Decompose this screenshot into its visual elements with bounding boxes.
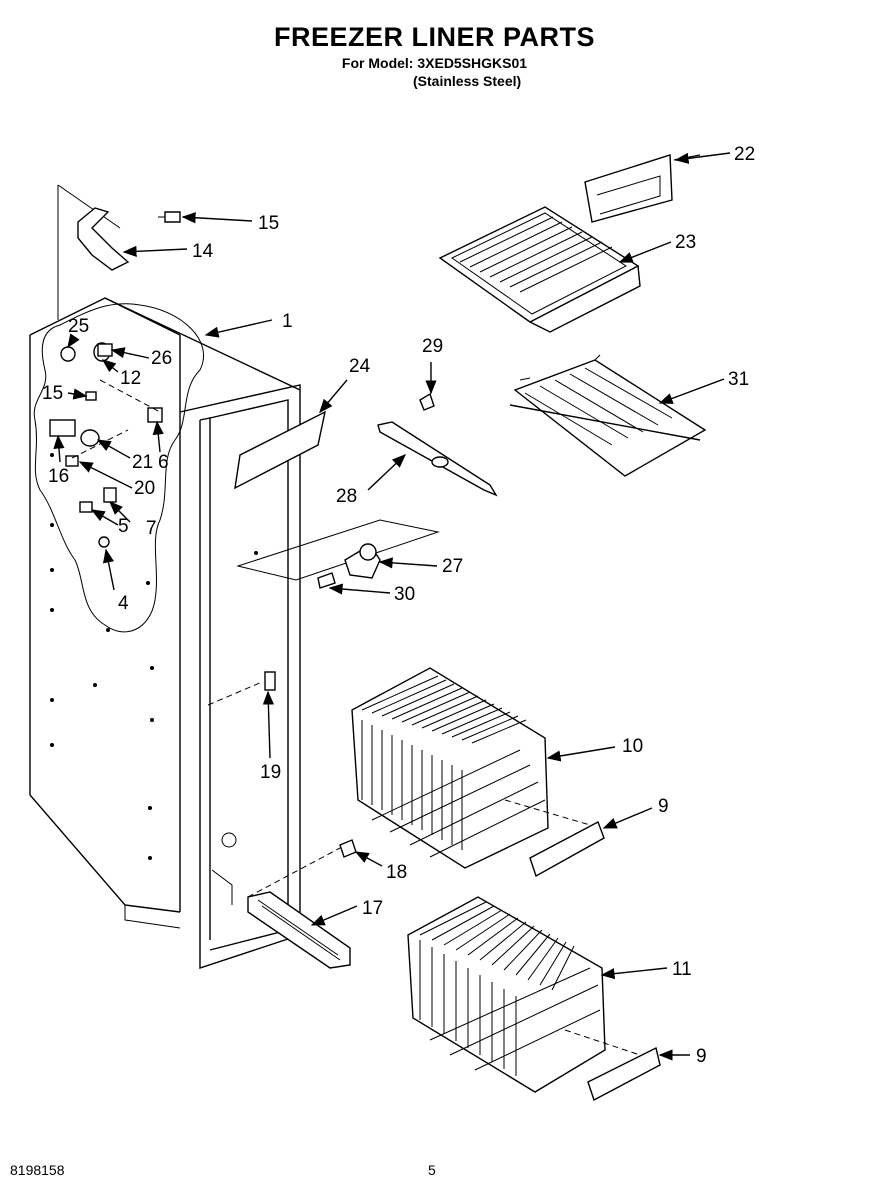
part-17-grille <box>247 891 351 969</box>
callout-17: 17 <box>362 898 383 919</box>
part-30-screw <box>317 572 336 589</box>
part-29-screw <box>419 392 435 411</box>
callout-1: 1 <box>282 311 293 332</box>
part-28-bracket <box>377 421 498 497</box>
part-31-wire-shelf <box>509 354 707 477</box>
callout-28: 28 <box>336 486 357 507</box>
callout-14: 14 <box>192 241 214 262</box>
part-26-part <box>97 343 113 357</box>
callout-18: 18 <box>386 862 407 883</box>
page-title: FREEZER LINER PARTS <box>273 22 595 52</box>
part-6-part <box>147 407 163 423</box>
part-24-strip <box>234 410 326 490</box>
part-23-shelf <box>438 206 641 333</box>
part-22-bracket <box>584 154 673 223</box>
callout-23: 23 <box>675 232 696 253</box>
callout-10: 10 <box>622 736 643 757</box>
part-21-part <box>80 429 100 447</box>
part-5-part <box>79 501 93 513</box>
doc-number: 8198158 <box>10 1162 65 1178</box>
part-27-assembly <box>236 519 440 589</box>
callout-29: 29 <box>422 336 443 357</box>
part-15-screw-mid <box>85 391 97 401</box>
page-number: 5 <box>428 1162 436 1178</box>
callout-30: 30 <box>394 584 415 605</box>
callout-31: 31 <box>728 369 749 390</box>
callout-26: 26 <box>151 348 172 369</box>
part-9-divider-lower <box>587 1046 661 1102</box>
part-7-part <box>103 487 117 503</box>
wire-harness <box>33 303 204 633</box>
freezer-liner <box>29 184 301 969</box>
part-9-divider-upper <box>529 821 605 878</box>
callout-22: 22 <box>734 144 755 165</box>
callout-27: 27 <box>442 556 463 577</box>
part-11-basket <box>407 896 606 1093</box>
callout-20: 20 <box>134 478 155 499</box>
part-19-switch <box>264 671 276 691</box>
part-16-part <box>49 419 76 437</box>
part-20-part <box>65 455 79 467</box>
callout-21: 21 <box>132 452 153 473</box>
thermostat-parts-cluster <box>49 342 163 548</box>
callout-9b: 9 <box>696 1046 707 1067</box>
callout-6: 6 <box>158 452 169 473</box>
callout-5: 5 <box>118 516 129 537</box>
model-line: For Model: 3XED5SHGKS01 <box>341 55 528 71</box>
callout-24: 24 <box>349 356 371 377</box>
callout-25: 25 <box>68 316 89 337</box>
callout-9: 9 <box>658 796 669 817</box>
callout-19: 19 <box>260 762 281 783</box>
callout-12: 12 <box>120 368 141 389</box>
leader-lines <box>53 152 731 1061</box>
part-15-screw-top <box>158 211 181 223</box>
callout-15b: 15 <box>42 383 63 404</box>
callout-7: 7 <box>146 518 157 539</box>
part-14-bracket <box>77 207 130 271</box>
callout-11: 11 <box>672 959 692 980</box>
liner-mounting-holes <box>50 453 154 860</box>
part-10-basket <box>351 667 549 869</box>
liner-left-panel <box>29 335 181 913</box>
callout-15: 15 <box>258 213 279 234</box>
part-18-screw <box>339 839 357 858</box>
callout-labels: 15 14 1 22 23 24 29 31 25 26 12 15 21 6 … <box>42 144 755 1067</box>
part-25-knob <box>60 346 76 362</box>
callout-4: 4 <box>118 593 129 614</box>
callout-16: 16 <box>48 466 69 487</box>
finish-line: (Stainless Steel) <box>413 73 522 89</box>
part-4-screw <box>98 536 110 548</box>
